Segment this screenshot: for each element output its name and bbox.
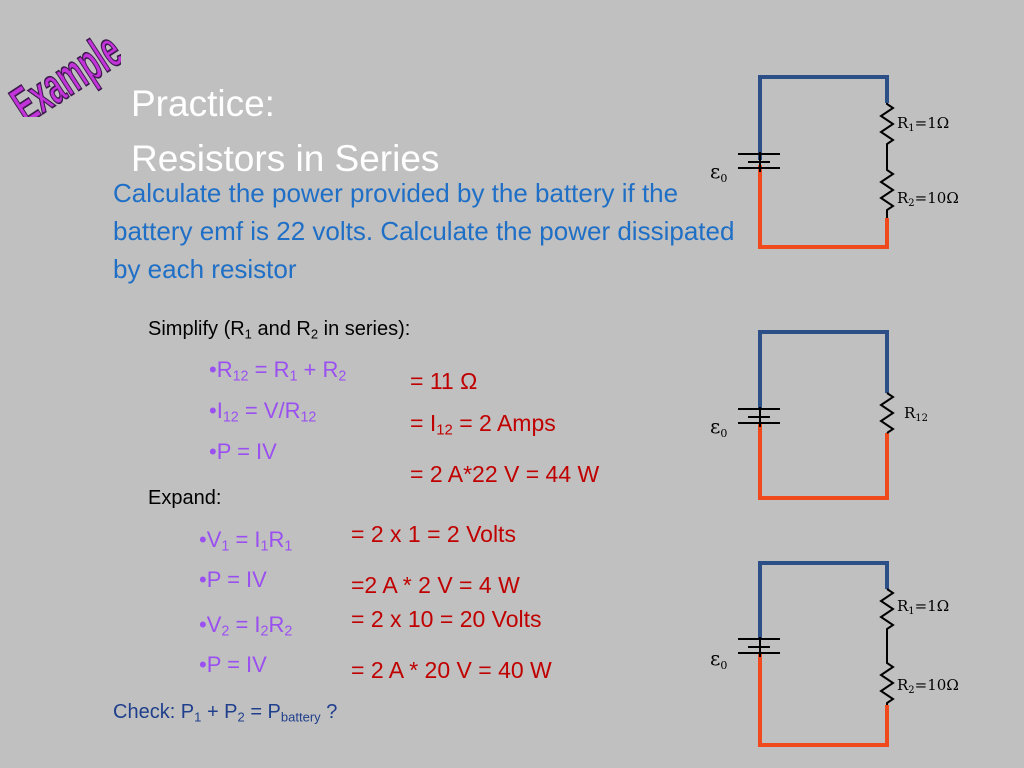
expand-heading: Expand: — [148, 487, 222, 509]
example-badge: Example — [6, 22, 121, 117]
wire-top — [758, 75, 889, 160]
resistor-r1-r2-zigzag — [879, 103, 895, 218]
title-line-1: Practice: — [131, 83, 275, 124]
wire-bottom — [758, 165, 889, 249]
expand-step-v2: •V2 = I2R2 — [199, 612, 293, 640]
expand-step-v1: •V1 = I1R1 — [199, 527, 293, 555]
circuit-series-two-resistors: ε0 R1=1Ω R2=10Ω — [710, 75, 959, 249]
emf-label: ε0 — [710, 646, 727, 672]
simplify-step-r12: •R12 = R1 + R2 — [209, 357, 347, 385]
r12-label: R12 — [904, 404, 928, 424]
r2-label: R2=10Ω — [897, 676, 959, 696]
wire-top — [758, 561, 889, 640]
resistor-r12-zigzag — [879, 392, 895, 434]
r1-label: R1=1Ω — [897, 597, 949, 617]
check-line: Check: P1 + P2 = Pbattery ? — [113, 701, 338, 725]
simplify-result-resistance: = 11 Ω — [410, 368, 478, 394]
simplify-step-power: •P = IV — [209, 439, 277, 464]
wire-bottom — [758, 653, 889, 747]
wire-top — [758, 330, 889, 410]
expand-result-v2: = 2 x 10 = 20 Volts — [351, 606, 542, 632]
simplify-step-current: •I12 = V/R12 — [209, 398, 317, 426]
expand-result-p2: = 2 A * 20 V = 40 W — [351, 657, 552, 683]
r1-label: R1=1Ω — [897, 114, 949, 134]
circuit-series-two-resistors-expanded: ε0 R1=1Ω R2=10Ω — [710, 561, 959, 747]
expand-step-p2: •P = IV — [199, 652, 267, 677]
slide-title: Practice: Resistors in Series — [131, 76, 439, 186]
title-line-2: Resistors in Series — [131, 138, 440, 179]
example-badge-text: Example — [6, 22, 121, 117]
simplify-result-power: = 2 A*22 V = 44 W — [410, 461, 600, 487]
expand-step-p1: •P = IV — [199, 567, 267, 592]
emf-label: ε0 — [710, 414, 727, 440]
r2-label: R2=10Ω — [897, 189, 959, 209]
emf-label: ε0 — [710, 159, 727, 185]
resistor-r1-r2-zigzag — [879, 588, 895, 705]
problem-statement: Calculate the power provided by the batt… — [113, 178, 735, 284]
wire-bottom — [758, 423, 889, 500]
expand-result-v1: = 2 x 1 = 2 Volts — [351, 521, 516, 547]
circuit-equivalent-resistor: ε0 R12 — [710, 330, 928, 500]
simplify-heading: Simplify (R1 and R2 in series): — [148, 318, 411, 342]
simplify-result-current: = I12 = 2 Amps — [410, 410, 556, 439]
expand-result-p1: =2 A * 2 V = 4 W — [351, 572, 520, 598]
